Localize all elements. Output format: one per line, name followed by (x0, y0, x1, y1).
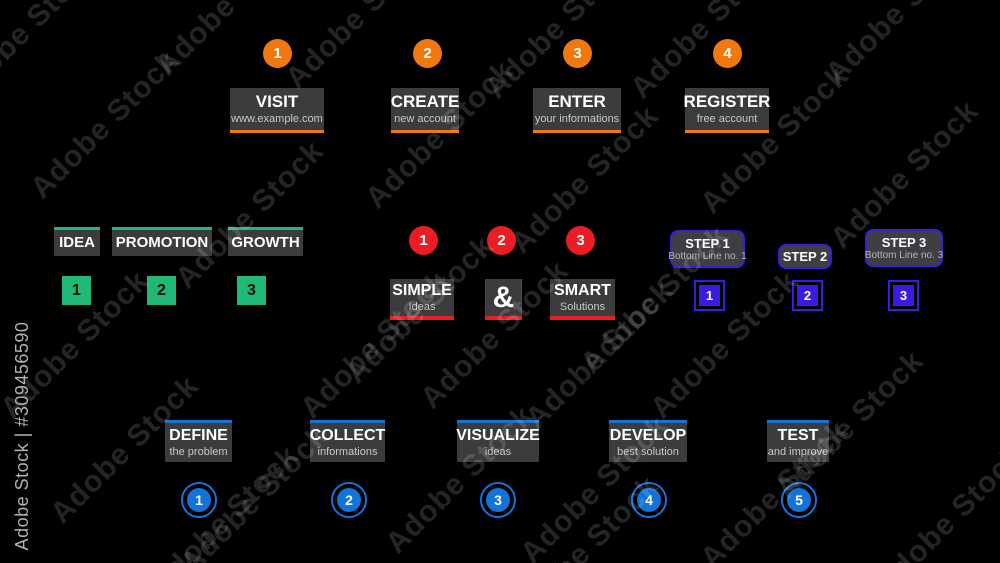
watermark-text: Adobe Stock (869, 439, 1000, 563)
stock-id-label: Adobe Stock | #309456590 (12, 321, 32, 551)
card-subtitle: and improve (767, 446, 829, 458)
growth-number-square-1[interactable]: 1 (62, 276, 91, 305)
badge-number: 1 (419, 232, 428, 249)
process-number-circle-3[interactable]: 3 (480, 482, 516, 518)
circle-number: 2 (345, 492, 353, 508)
card-subtitle: Ideas (408, 301, 436, 313)
signup-step-card-visit[interactable]: VISIT www.example.com (230, 88, 324, 133)
card-subtitle: the problem (169, 446, 228, 458)
card-title: VISUALIZE (456, 427, 540, 444)
badge-number: 2 (497, 232, 506, 249)
card-subtitle: Bottom Line no. 3 (864, 249, 944, 261)
simple-card[interactable]: SIMPLE Ideas (390, 279, 454, 320)
growth-card-promotion[interactable]: PROMOTION (112, 227, 212, 256)
card-subtitle: your informations (534, 113, 620, 125)
card-subtitle: new account (394, 113, 456, 125)
card-title: VISIT (255, 92, 299, 111)
process-card-visualize[interactable]: VISUALIZE ideas (456, 420, 540, 462)
signup-step-card-enter[interactable]: ENTER your informations (533, 88, 621, 133)
watermark-text: Adobe Stock (169, 134, 331, 296)
bottom-line-number-square-2[interactable]: 2 (792, 280, 823, 311)
card-title: STEP 2 (782, 249, 828, 264)
badge-number: 4 (723, 45, 732, 62)
process-number-circle-1[interactable]: 1 (181, 482, 217, 518)
card-subtitle: free account (696, 113, 758, 125)
badge-number: 3 (576, 232, 585, 249)
growth-number-square-3[interactable]: 3 (237, 276, 266, 305)
watermark-text: Adobe Stock (694, 59, 856, 221)
square-number: 1 (72, 281, 81, 299)
circle-number: 5 (795, 492, 803, 508)
square-number: 2 (803, 288, 812, 303)
card-title: COLLECT (309, 427, 386, 444)
card-subtitle: informations (317, 446, 378, 458)
signup-step-badge-4[interactable]: 4 (713, 39, 742, 68)
ampersand-card[interactable]: & (485, 279, 522, 320)
card-title: ENTER (548, 92, 606, 111)
process-card-develop[interactable]: DEVELOP best solution (609, 420, 687, 462)
card-title: IDEA (59, 234, 95, 251)
badge-number: 2 (423, 45, 432, 62)
simple-smart-badge-2[interactable]: 2 (487, 226, 516, 255)
card-title: SMART (554, 282, 611, 299)
card-subtitle: www.example.com (231, 113, 323, 125)
card-title: GROWTH (231, 234, 300, 251)
growth-card-idea[interactable]: IDEA (54, 227, 100, 256)
watermark-text: Adobe Stock (24, 44, 186, 206)
simple-smart-badge-1[interactable]: 1 (409, 226, 438, 255)
card-title: CREATE (390, 92, 460, 111)
card-subtitle: Bottom Line no. 1 (668, 250, 747, 262)
bottom-line-number-square-1[interactable]: 1 (694, 280, 725, 311)
process-number-circle-4[interactable]: 4 (631, 482, 667, 518)
bottom-line-card-step1[interactable]: STEP 1 Bottom Line no. 1 (668, 230, 747, 268)
signup-step-badge-1[interactable]: 1 (263, 39, 292, 68)
card-subtitle: ideas (484, 446, 512, 458)
growth-number-square-2[interactable]: 2 (147, 276, 176, 305)
process-number-circle-2[interactable]: 2 (331, 482, 367, 518)
square-number: 2 (157, 281, 166, 299)
smart-card[interactable]: SMART Solutions (550, 279, 615, 320)
watermark-text: Adobe Stock (0, 0, 105, 111)
badge-number: 3 (573, 45, 582, 62)
process-card-define[interactable]: DEFINE the problem (165, 420, 232, 462)
bottom-line-card-step2[interactable]: STEP 2 (778, 244, 832, 269)
card-title: STEP 3 (881, 234, 927, 250)
bottom-line-number-square-3[interactable]: 3 (888, 280, 919, 311)
process-card-test[interactable]: TEST and improve (767, 420, 829, 462)
card-title: SIMPLE (392, 282, 452, 299)
square-number: 3 (247, 281, 256, 299)
card-title: DEFINE (169, 427, 228, 444)
badge-number: 1 (273, 45, 282, 62)
circle-number: 4 (645, 492, 653, 508)
card-title: TEST (777, 427, 819, 444)
signup-step-badge-3[interactable]: 3 (563, 39, 592, 68)
square-number: 3 (899, 288, 908, 303)
process-number-circle-5[interactable]: 5 (781, 482, 817, 518)
growth-card-growth[interactable]: GROWTH (228, 227, 303, 256)
square-number: 1 (705, 288, 714, 303)
signup-step-card-create[interactable]: CREATE new account (391, 88, 459, 133)
circle-number: 3 (494, 492, 502, 508)
card-title: STEP 1 (685, 235, 730, 251)
card-subtitle: Solutions (559, 301, 606, 313)
process-card-collect[interactable]: COLLECT informations (310, 420, 385, 462)
watermark-text: Adobe Stock (644, 264, 806, 426)
card-subtitle: best solution (617, 446, 679, 458)
simple-smart-badge-3[interactable]: 3 (566, 226, 595, 255)
circle-number: 1 (195, 492, 203, 508)
watermark-text: Adobe Stock (359, 54, 521, 216)
signup-step-badge-2[interactable]: 2 (413, 39, 442, 68)
watermark-text: Adobe Stock (819, 0, 981, 91)
card-title: DEVELOP (609, 427, 687, 444)
card-title: REGISTER (683, 92, 771, 111)
card-title: PROMOTION (115, 234, 209, 251)
ampersand-glyph: & (492, 280, 515, 314)
bottom-line-card-step3[interactable]: STEP 3 Bottom Line no. 3 (865, 229, 943, 267)
signup-step-card-register[interactable]: REGISTER free account (683, 88, 771, 133)
